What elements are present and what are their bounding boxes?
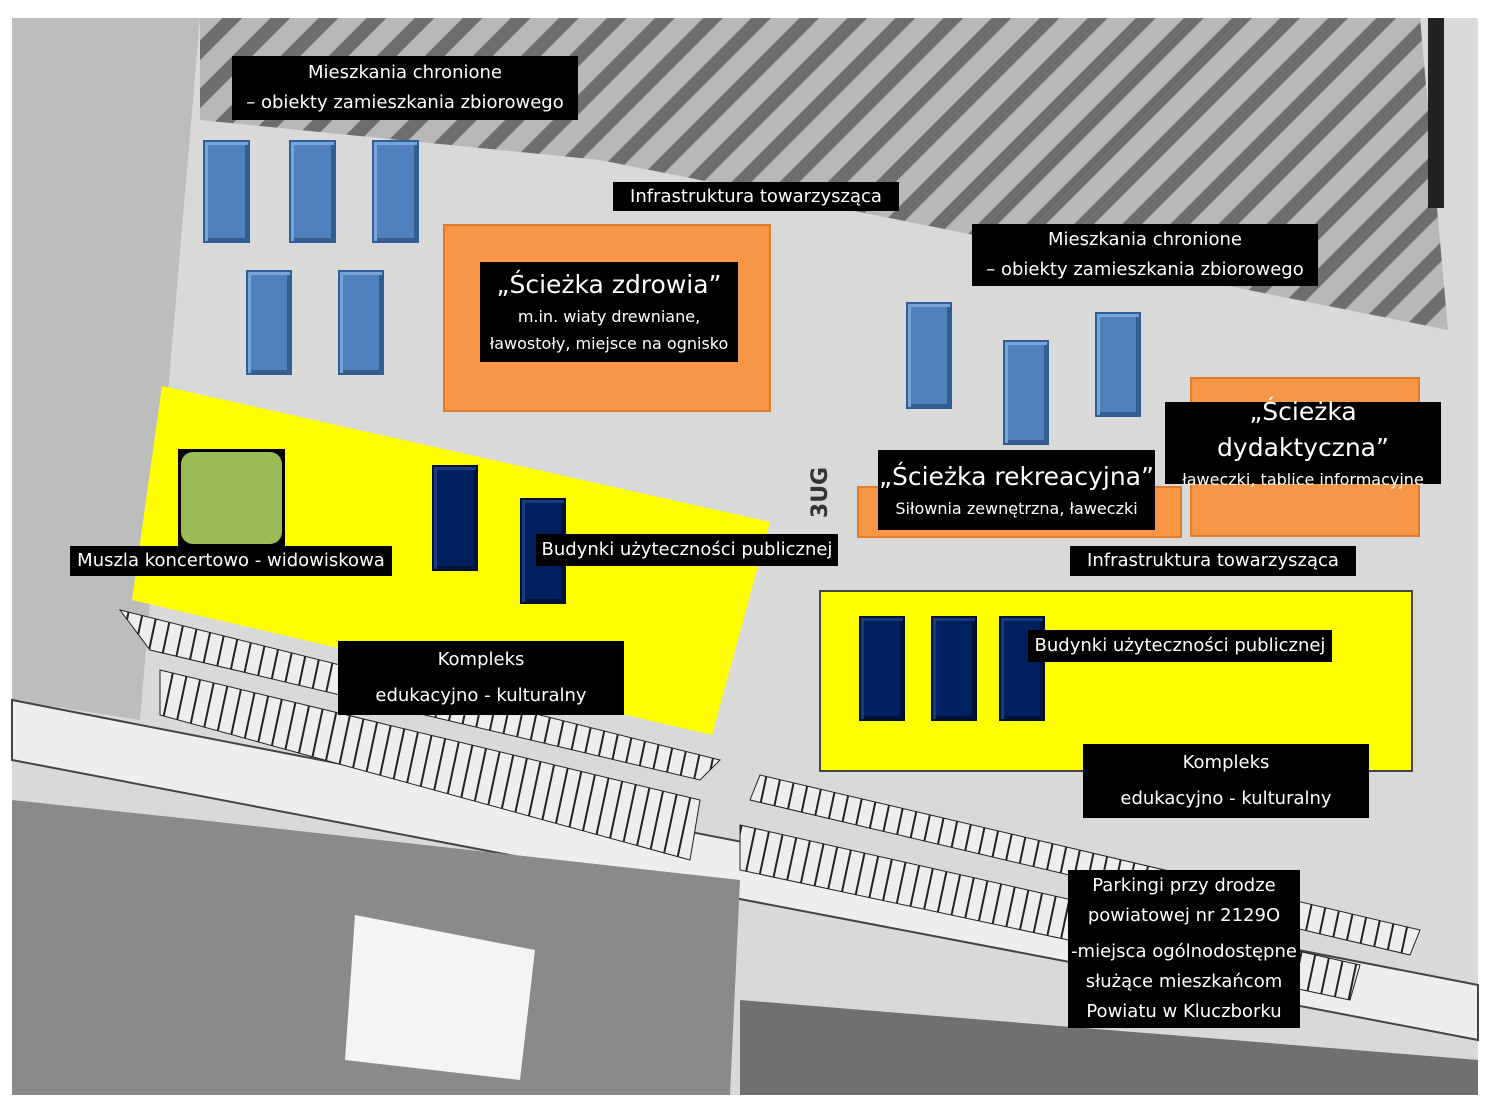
label-line: Muszla koncertowo - widowiskowa [77, 550, 385, 571]
label-line: -miejsca ogólnodostępne [1071, 941, 1297, 962]
public-building [432, 465, 478, 571]
label-recreation-path: „Ścieżka rekreacyjna” Siłownia zewnętrzn… [878, 450, 1155, 530]
label-line: powiatowej nr 2129O [1087, 905, 1281, 926]
label-title: „Ścieżka rekreacyjna” [879, 461, 1154, 491]
label-health-path: „Ścieżka zdrowia” m.in. wiaty drewniane,… [480, 262, 738, 362]
label-didactic-path: „Ścieżka dydaktyczna” ławeczki, tablice … [1165, 397, 1441, 489]
label-line: Siłownia zewnętrzna, ławeczki [895, 498, 1138, 518]
label-infrastructure-mid: Infrastruktura towarzysząca [1070, 546, 1356, 576]
label-line: Parkingi przy drodze [1092, 875, 1276, 896]
label-line: Budynki użyteczności publicznej [1034, 635, 1326, 656]
label-title: „Ścieżka dydaktyczna” [1217, 396, 1389, 462]
residential-building [1095, 312, 1141, 417]
complex-area-east [819, 590, 1413, 772]
southwest-building [345, 915, 535, 1080]
label-housing-nw: Mieszkania chronione – obiekty zamieszka… [232, 56, 578, 120]
label-line: edukacyjno - kulturalny [1120, 788, 1332, 809]
label-parking: Parkingi przy drodze powiatowej nr 2129O… [1068, 870, 1300, 1028]
label-housing-ne: Mieszkania chronione – obiekty zamieszka… [972, 224, 1318, 286]
label-infrastructure-top: Infrastruktura towarzysząca [613, 182, 899, 211]
label-title: „Ścieżka zdrowia” [496, 270, 722, 299]
public-building [859, 616, 905, 721]
label-line: służące mieszkańcom [1085, 971, 1283, 992]
scale-bar [1428, 18, 1444, 208]
label-line: edukacyjno - kulturalny [375, 685, 587, 706]
label-line: Infrastruktura towarzysząca [630, 185, 882, 207]
label-line: m.in. wiaty drewniane, [517, 307, 701, 326]
label-line: Powiatu w Kluczborku [1086, 1001, 1282, 1022]
label-line: Mieszkania chronione [308, 62, 502, 83]
label-complex-west: Kompleks edukacyjno - kulturalny [338, 641, 624, 715]
residential-building [906, 302, 952, 409]
label-complex-east: Kompleks edukacyjno - kulturalny [1083, 744, 1369, 818]
residential-building [246, 270, 292, 375]
label-line: Kompleks [1182, 752, 1270, 773]
label-amphitheatre: Muszla koncertowo - widowiskowa [70, 546, 392, 576]
label-line: ławeczki, tablice informacyjne [1182, 469, 1424, 489]
label-public-buildings-west: Budynki użyteczności publicznej [536, 534, 838, 566]
public-building [931, 616, 977, 721]
residential-building [289, 140, 336, 243]
residential-building [203, 140, 250, 243]
residential-building [372, 140, 419, 243]
label-line: Infrastruktura towarzysząca [1087, 550, 1339, 571]
residential-building [338, 270, 384, 375]
label-line: – obiekty zamieszkania zbiorowego [246, 92, 564, 113]
label-line: Mieszkania chronione [1048, 229, 1242, 250]
label-line: Kompleks [437, 649, 525, 670]
label-line: – obiekty zamieszkania zbiorowego [986, 259, 1304, 280]
label-line: Budynki użyteczności publicznej [541, 539, 833, 560]
south-block [740, 1000, 1478, 1095]
label-line: ławostoły, miejsce na ognisko [489, 334, 729, 353]
label-public-buildings-east: Budynki użyteczności publicznej [1028, 630, 1332, 662]
amphitheatre-shape [178, 449, 285, 547]
residential-building [1003, 340, 1049, 445]
parking-strip [159, 669, 701, 861]
zone-code-label: 3UG [808, 466, 834, 519]
